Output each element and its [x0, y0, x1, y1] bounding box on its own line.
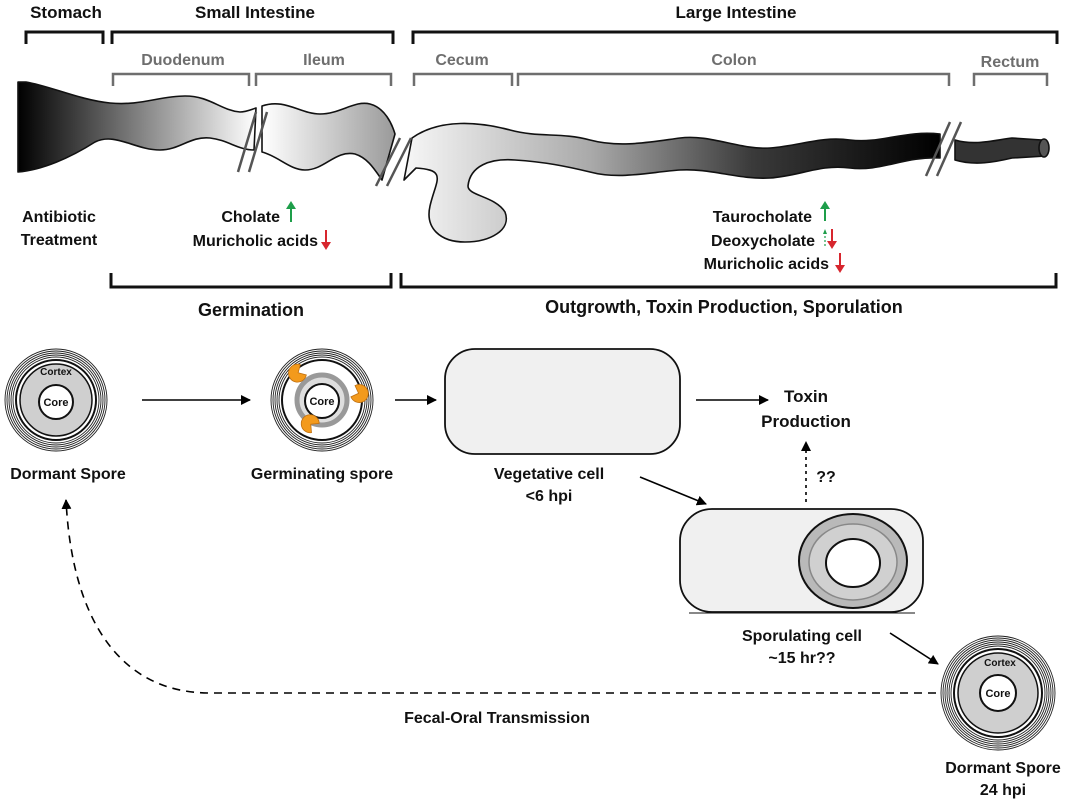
cortex-label-left: Cortex — [40, 367, 72, 378]
bracket-colon — [516, 72, 951, 86]
label-rectum: Rectum — [981, 54, 1040, 71]
cecum-colon-segment — [403, 122, 941, 243]
taurocholate-up-arrow — [820, 201, 830, 221]
deoxycholate-down-arrow — [827, 229, 837, 249]
label-fecal-oral: Fecal-Oral Transmission — [404, 710, 590, 727]
arrow-fecal-oral-transmission — [61, 499, 936, 694]
label-large-intestine: Large Intestine — [676, 3, 797, 22]
germinant-receptors — [288, 363, 369, 434]
rectum-opening — [1038, 138, 1050, 158]
label-outgrowth: Outgrowth, Toxin Production, Sporulation — [545, 297, 903, 317]
arrow-vegetative-to-sporulating — [639, 476, 707, 506]
label-small-intestine: Small Intestine — [195, 3, 315, 22]
bracket-germination — [109, 273, 393, 289]
label-vegetative-1: Vegetative cell — [494, 466, 604, 483]
core-label-germinating: Core — [309, 396, 334, 408]
label-deoxycholate: Deoxycholate — [711, 233, 815, 250]
bracket-large-intestine — [411, 30, 1059, 44]
dormant-spore-left: Cortex Core — [4, 348, 108, 452]
break-marks — [236, 111, 963, 187]
label-stomach: Stomach — [30, 3, 102, 22]
cholate-up-arrow — [286, 201, 296, 222]
label-muricholic-large: Muricholic acids — [704, 256, 829, 273]
label-cholate: Cholate — [221, 209, 280, 226]
label-dormant-final-1: Dormant Spore — [945, 760, 1061, 777]
vegetative-cell — [444, 348, 681, 455]
label-sporulating-1: Sporulating cell — [742, 628, 862, 645]
label-antibiotic-2: Treatment — [21, 232, 98, 249]
label-taurocholate: Taurocholate — [713, 209, 812, 226]
label-muricholic-small: Muricholic acids — [193, 233, 318, 250]
gi-tract — [17, 81, 1050, 243]
cortex-label-right: Cortex — [984, 658, 1016, 669]
ileum-segment — [261, 102, 396, 181]
label-toxin-1: Toxin — [784, 387, 828, 406]
label-unknown-toxin-link: ?? — [816, 469, 836, 486]
bracket-stomach — [24, 30, 105, 44]
rectum-segment — [954, 137, 1047, 164]
label-duodenum: Duodenum — [141, 52, 225, 69]
bracket-rectum — [972, 72, 1049, 86]
label-sporulating-2: ~15 hr?? — [768, 650, 835, 667]
bracket-small-intestine — [110, 30, 395, 44]
label-antibiotic-1: Antibiotic — [22, 209, 96, 226]
label-dormant-spore: Dormant Spore — [10, 466, 126, 483]
bracket-outgrowth — [399, 273, 1058, 289]
core-label-left: Core — [43, 397, 68, 409]
bracket-ileum — [254, 72, 393, 86]
stomach-duodenum-segment — [17, 81, 257, 173]
muricholic-large-down-arrow — [835, 253, 845, 273]
muricholic-small-down-arrow — [321, 230, 331, 250]
bracket-cecum — [412, 72, 514, 86]
label-germinating-spore: Germinating spore — [251, 466, 393, 483]
label-toxin-2: Production — [761, 412, 851, 431]
label-colon: Colon — [711, 52, 756, 69]
label-cecum: Cecum — [435, 52, 488, 69]
label-germination: Germination — [198, 300, 304, 320]
label-ileum: Ileum — [303, 52, 345, 69]
core-label-right: Core — [985, 688, 1010, 700]
deoxycholate-small-up-arrow — [823, 229, 827, 246]
arrow-sporulating-to-dormant — [889, 632, 939, 665]
germinating-spore: Core — [270, 348, 374, 452]
bracket-duodenum — [111, 72, 251, 86]
dormant-spore-right: Cortex Core — [940, 635, 1056, 751]
label-dormant-final-2: 24 hpi — [980, 782, 1026, 799]
label-vegetative-2: <6 hpi — [526, 488, 573, 505]
sporulating-cell — [679, 508, 924, 614]
